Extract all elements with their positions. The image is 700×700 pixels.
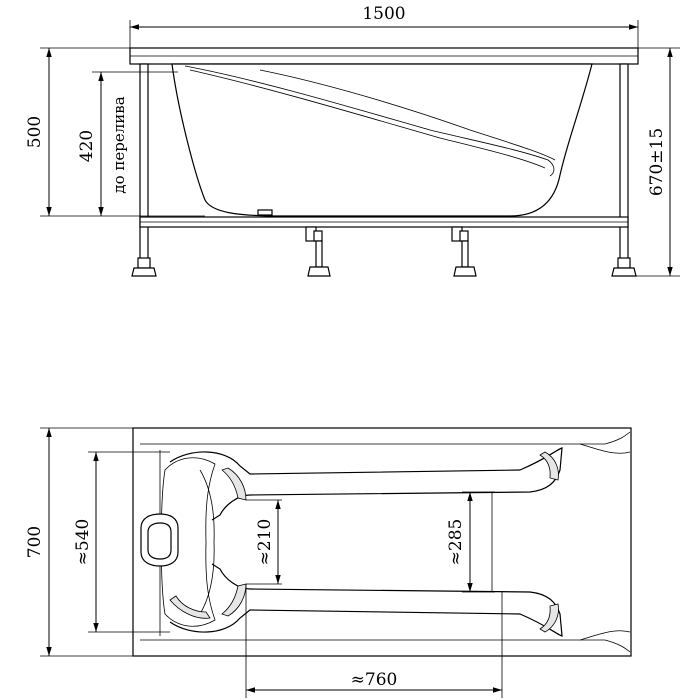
overflow-label: 420 [77, 130, 97, 162]
length-label: 1500 [362, 4, 405, 24]
side-view: 1500 500 420 до перелива 670±15 [25, 4, 680, 277]
inner-width-label: ≈540 [73, 519, 93, 566]
dim-total-height: 670±15 [636, 47, 680, 277]
overflow-fitting [140, 513, 179, 567]
dim-length: 1500 [129, 4, 639, 48]
side-bowl [171, 63, 593, 217]
dim-overflow: 420 до перелива [77, 71, 178, 216]
dim-width: 700 [25, 427, 133, 657]
dim-bottom-length: ≈760 [245, 584, 503, 698]
height-label: 500 [25, 116, 45, 148]
overflow-note: до перелива [110, 96, 128, 193]
top-view: 700 ≈540 ≈210 ≈285 ≈760 [25, 427, 632, 698]
dim-footwell-width: ≈285 [446, 491, 495, 593]
side-frame [131, 63, 637, 277]
width-label: 700 [25, 526, 45, 558]
bottom-length-label: ≈760 [351, 670, 398, 690]
headrest-width-label: ≈210 [255, 519, 275, 566]
total-height-label: 670±15 [647, 128, 667, 196]
side-drain [257, 209, 273, 216]
top-headrest [160, 457, 216, 627]
side-backrest-slope [184, 65, 555, 177]
dim-inner-width: ≈540 [73, 451, 170, 633]
dim-height: 500 [25, 47, 205, 217]
dim-headrest-width: ≈210 [246, 499, 282, 585]
footwell-width-label: ≈285 [446, 519, 466, 566]
